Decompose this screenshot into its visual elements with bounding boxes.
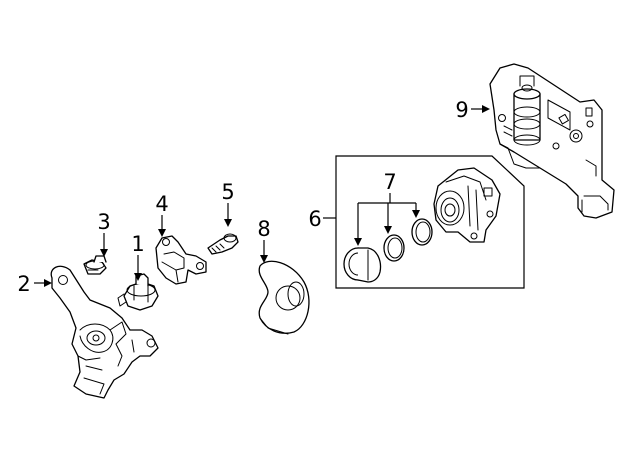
callout-2: 2 — [17, 272, 30, 296]
callout-7: 7 — [383, 170, 396, 194]
part-5-screw — [207, 233, 239, 255]
part-2-bracket — [50, 265, 159, 399]
callout-4: 4 — [155, 192, 168, 216]
part-8-cover — [258, 260, 310, 335]
part-3-bolt — [83, 255, 107, 275]
callout-8: 8 — [257, 217, 270, 241]
group-6-box — [335, 155, 525, 289]
part-7-seals — [343, 218, 433, 283]
part-6-camera — [433, 167, 501, 243]
callout-9: 9 — [455, 98, 468, 122]
leader-lines — [34, 105, 490, 287]
callout-6: 6 — [308, 207, 321, 231]
part-9-plate — [489, 63, 615, 219]
callout-1: 1 — [131, 232, 144, 256]
callout-labels: 1 2 3 4 5 6 7 8 9 — [17, 98, 468, 296]
part-4-clip — [155, 235, 207, 285]
part-1-sensor — [117, 273, 159, 311]
callout-5: 5 — [221, 180, 234, 204]
callout-3: 3 — [97, 210, 110, 234]
